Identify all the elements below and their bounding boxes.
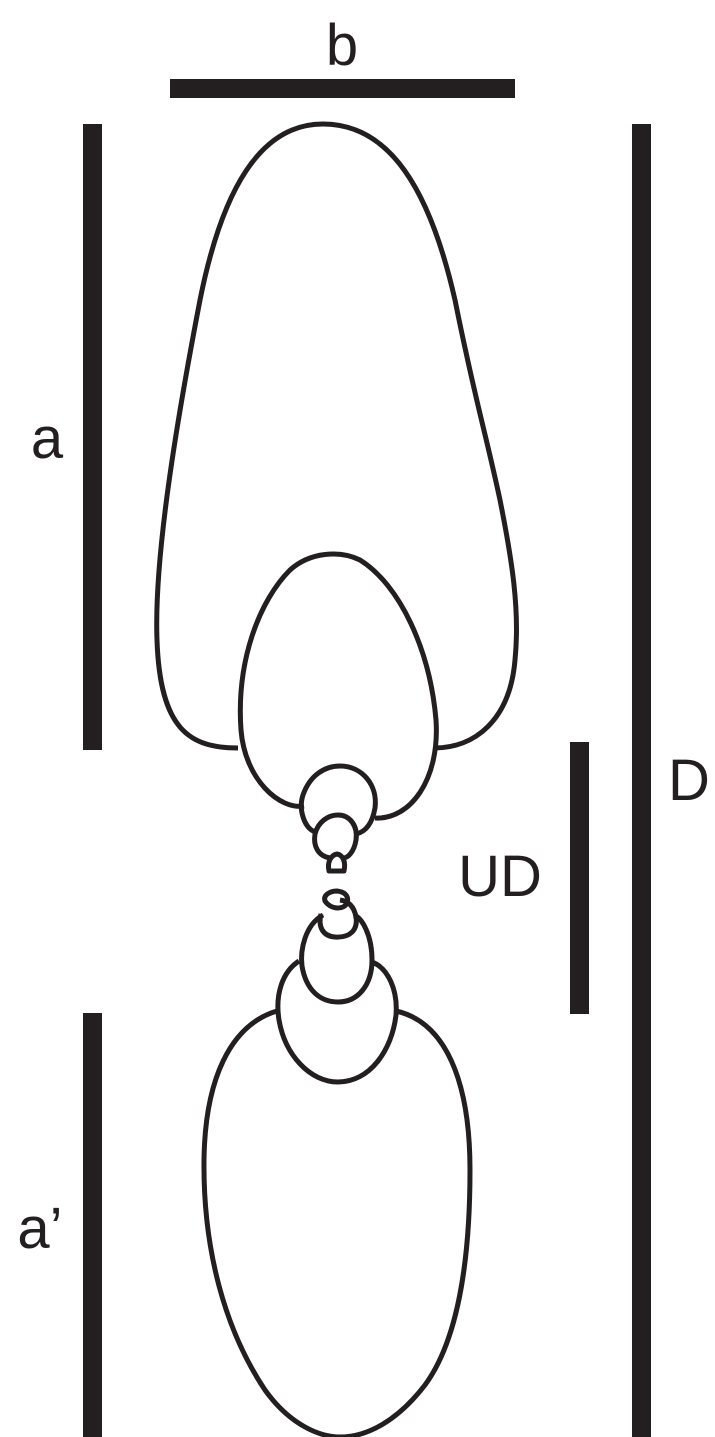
lower-large-lobe <box>201 1008 473 1437</box>
measure-bar-a-prime <box>83 1013 102 1437</box>
label-a-prime: a’ <box>17 1196 62 1261</box>
lower-tip <box>322 888 351 911</box>
upper-second-lobe <box>237 551 439 821</box>
lower-third-lobe <box>299 912 375 1005</box>
label-a: a <box>31 406 64 471</box>
upper-tip <box>326 851 348 874</box>
upper-third-lobe <box>298 763 378 837</box>
lower-second-lobe <box>275 958 399 1085</box>
measure-bar-a <box>83 124 102 750</box>
measure-bar-ud <box>570 742 589 1014</box>
upper-large-lobe <box>154 121 519 751</box>
measure-bar-b <box>170 79 515 98</box>
label-ud: UD <box>458 844 542 909</box>
measure-bar-d <box>632 124 651 1437</box>
lower-fourth-lobe <box>317 897 359 940</box>
upper-fourth-lobe <box>312 812 359 861</box>
label-b: b <box>326 13 358 78</box>
label-d: D <box>668 748 710 813</box>
